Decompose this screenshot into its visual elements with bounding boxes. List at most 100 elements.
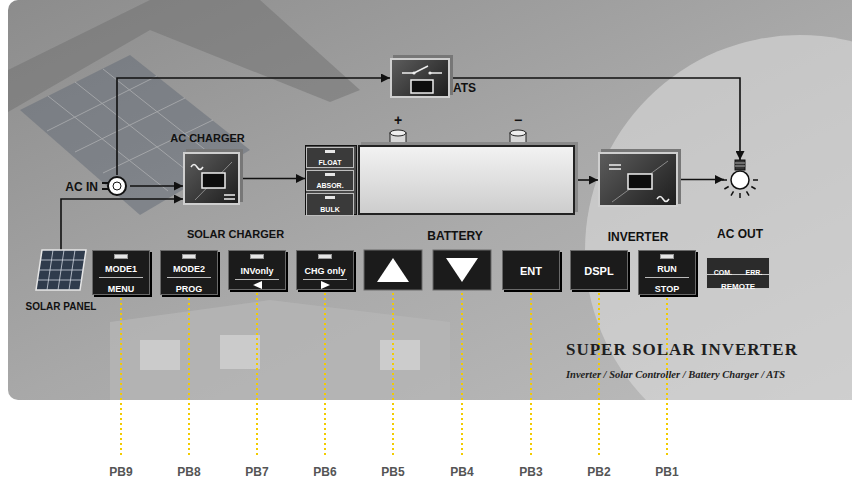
dark-symbol [224, 198, 235, 200]
connectors [61, 78, 740, 250]
text-holder: RUN [645, 258, 689, 276]
leader-line [256, 293, 258, 456]
leader-line [121, 293, 667, 456]
node-label: ATS [453, 81, 476, 95]
terminal-sign: − [514, 112, 522, 129]
button-text: ERR. [746, 268, 763, 277]
leader-line [392, 293, 394, 456]
callout-number: PB4 [450, 462, 473, 480]
plug-symbol [113, 182, 121, 190]
button-text: PROG [176, 284, 203, 295]
led-indicator [250, 254, 264, 259]
battery-terminal [390, 130, 406, 136]
led-indicator [325, 173, 335, 176]
terminal-sign: − [514, 111, 522, 129]
background-photo [75, 82, 195, 177]
node-label: AC CHARGER [170, 132, 245, 145]
arrow-mark [321, 281, 330, 289]
text-holder: STOP [645, 277, 689, 296]
down-arrow-button [433, 250, 491, 290]
text-holder: BULK [313, 198, 347, 216]
bulb-symbol [735, 163, 745, 164]
dark-symbol [412, 71, 415, 74]
flow-arrow [240, 178, 305, 180]
dark-symbol [414, 66, 428, 73]
up-arrow-button [377, 258, 409, 282]
background-photo [48, 96, 168, 191]
callout-number: PB3 [519, 462, 542, 480]
callout-number: PB3 [519, 465, 542, 479]
background-photo [140, 335, 420, 370]
charge-stage-indicator: FLOAT [306, 147, 354, 168]
button-face: DSPL [571, 251, 627, 289]
bulb-symbol [731, 191, 734, 195]
down-arrow-button [433, 250, 491, 290]
enter-button: ENT [502, 250, 560, 290]
node-label: BATTERY [427, 229, 482, 243]
text-holder: SOLAR PANEL [26, 296, 97, 314]
panel-symbol [41, 260, 85, 261]
callout-number: PB6 [313, 465, 336, 479]
charge-stage-indicator: BULK [306, 193, 354, 216]
dark-symbol [428, 71, 431, 74]
text-holder: ERR. [746, 261, 763, 279]
text-holder: ABSOR. [313, 174, 347, 192]
mode-button: MODE1MENU [92, 250, 150, 295]
button-text: DSPL [584, 265, 613, 278]
text-holder: DSPL [577, 261, 621, 279]
remote-led-cell: ERR. [746, 258, 763, 274]
callout-number: PB1 [655, 465, 678, 479]
dark-symbol [224, 194, 235, 196]
callout-number: PB9 [109, 462, 132, 480]
callout-number: PB8 [177, 462, 200, 480]
callout-number: PB9 [109, 465, 132, 479]
leader-line [598, 293, 600, 456]
dark-symbol [430, 72, 442, 74]
product-subtitle: Inverter / Solar Controller / Battery Ch… [566, 368, 785, 381]
battery-terminal [510, 130, 526, 136]
charge-stage-indicator: ABSOR. [306, 170, 354, 191]
text-holder: REMOTE [707, 275, 769, 293]
dark-symbol [191, 165, 203, 170]
dark-symbol [411, 80, 433, 93]
bulb-symbol [724, 187, 728, 190]
flow-arrow [117, 78, 390, 175]
ac-input-plug: AC IN [104, 175, 130, 197]
panel-symbol [36, 250, 86, 290]
text-holder: MENU [99, 277, 143, 296]
flow-arrow [678, 179, 724, 181]
text-holder: ATS [453, 78, 476, 96]
button-text: INVonly [241, 266, 274, 277]
background-photo [585, 35, 852, 400]
text-holder: PROG [167, 277, 211, 296]
dark-symbol [402, 72, 414, 74]
bulb-symbol [753, 179, 758, 181]
down-arrow-button [446, 258, 478, 282]
text-holder: AC OUT [717, 224, 763, 242]
charger-only-button: CHG only [296, 250, 354, 290]
led-indicator [318, 254, 332, 259]
button-text: MODE2 [173, 264, 205, 275]
callout-number: PB5 [381, 465, 404, 479]
up-arrow-button [364, 250, 422, 290]
led-indicator [325, 196, 335, 199]
battery-display [358, 145, 575, 215]
button-text: REMOTE [721, 281, 755, 292]
button-face: FLOAT [307, 148, 353, 167]
leader-line [666, 293, 668, 456]
leader-line [461, 293, 463, 456]
leader-line [188, 293, 190, 456]
text-holder: ENT [509, 261, 553, 279]
bulb-symbol [724, 160, 756, 204]
button-text: COM. [714, 268, 732, 277]
button-face: RUNSTOP [639, 251, 695, 294]
bulb-symbol [735, 166, 745, 167]
callout-number: PB8 [177, 465, 200, 479]
button-face: MODE1MENU [93, 251, 149, 294]
node-label: AC OUT [717, 227, 763, 241]
ats-box: ATS [390, 58, 450, 98]
arrow-mark [321, 281, 330, 289]
remote-status-box: COM. ERR. REMOTE [706, 257, 770, 289]
callout-number: PB7 [245, 462, 268, 480]
